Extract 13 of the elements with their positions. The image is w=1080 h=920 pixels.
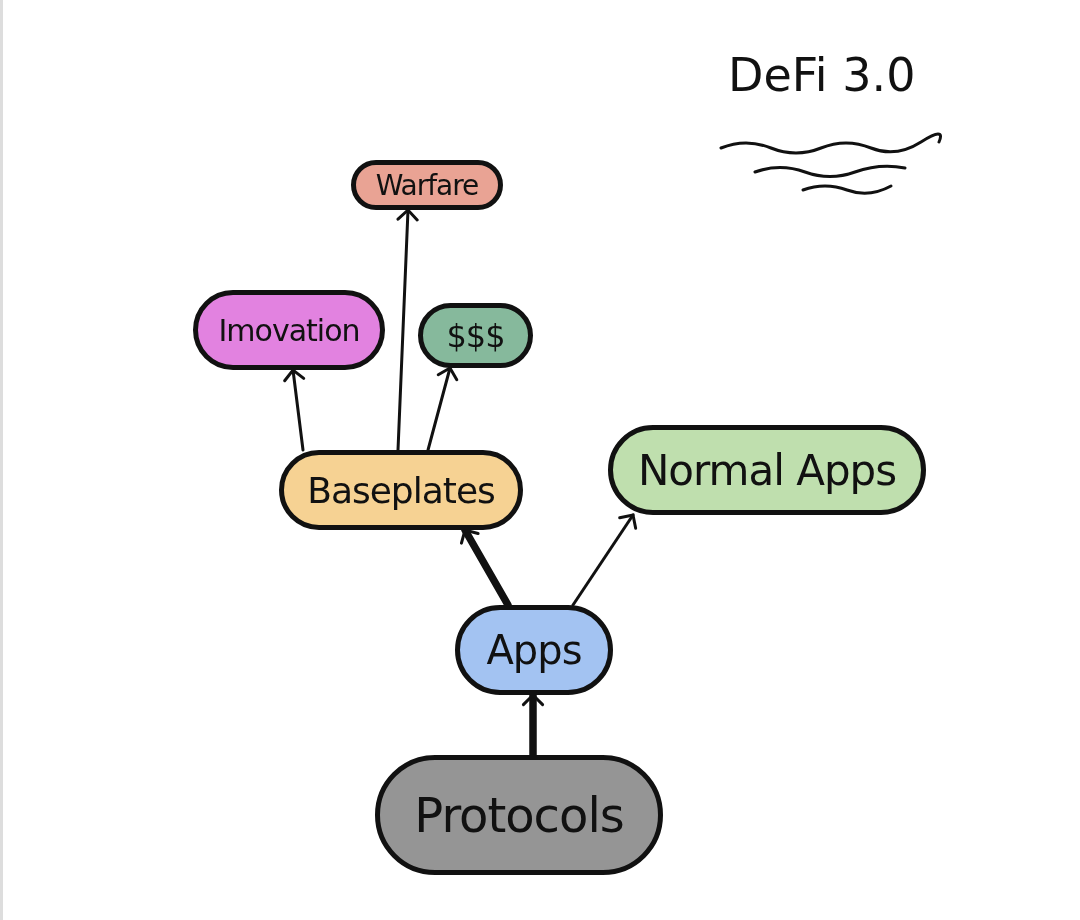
- node-label: Baseplates: [307, 469, 495, 511]
- rounded-node: [351, 160, 503, 210]
- arrow: [283, 368, 306, 452]
- arrow: [426, 366, 459, 452]
- node-label: Normal Apps: [637, 445, 897, 495]
- node-label: Warfare: [375, 168, 479, 202]
- node-label: $$$: [446, 316, 505, 355]
- arrow: [396, 208, 419, 452]
- node-label: Protocols: [414, 787, 624, 843]
- node-label: Apps: [486, 627, 582, 673]
- node-label: Imovation: [218, 312, 360, 348]
- arrow: [571, 513, 638, 607]
- title: DeFi 3.0: [728, 48, 916, 102]
